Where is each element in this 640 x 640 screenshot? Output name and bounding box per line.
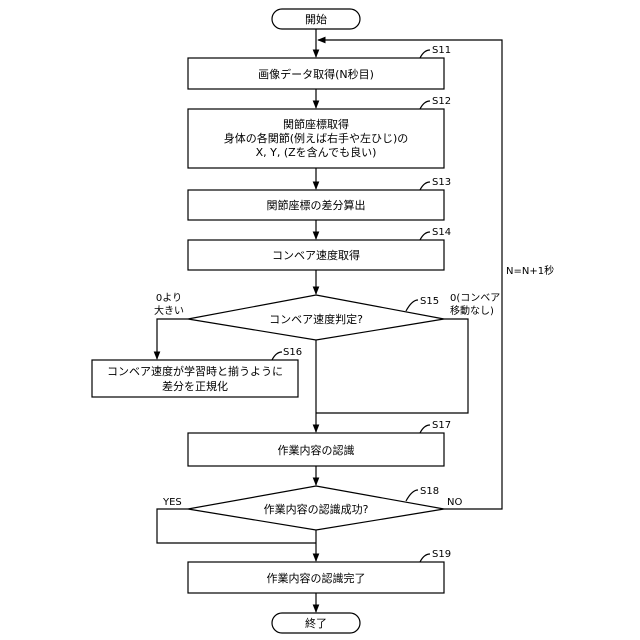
step-s11-id: S11: [432, 45, 451, 56]
end-label: 終了: [305, 616, 327, 630]
step-s12-leader: [420, 101, 430, 109]
s18-no-label: NO: [447, 497, 462, 508]
step-s16: コンベア速度が学習時と揃うように 差分を正規化 S16: [92, 347, 302, 397]
step-s16-line1: コンベア速度が学習時と揃うように: [107, 364, 283, 378]
step-s19-text: 作業内容の認識完了: [267, 571, 366, 585]
step-s14-leader: [420, 232, 430, 240]
step-s13-leader: [420, 182, 430, 190]
step-s16-line2: 差分を正規化: [162, 379, 228, 393]
step-s14: コンベア速度取得 S14: [188, 227, 451, 270]
step-s14-id: S14: [432, 227, 451, 238]
decision-s15: コンベア速度判定? S15 0より 大きい 0(コンベア 移動なし): [154, 292, 500, 340]
step-s14-text: コンベア速度取得: [272, 248, 360, 262]
step-s13-text: 関節座標の差分算出: [267, 198, 366, 212]
step-s17-leader: [420, 425, 430, 433]
loop-label: N=N+1秒: [506, 264, 554, 277]
step-s12-line3: X, Y, (Zを含んでも良い): [256, 145, 377, 159]
step-s16-leader: [272, 352, 282, 360]
s15-right-label-line1: 0(コンベア: [450, 292, 500, 304]
start-label: 開始: [305, 12, 327, 26]
decision-s15-text: コンベア速度判定?: [269, 312, 363, 326]
decision-s18-leader: [406, 490, 418, 501]
decision-s15-id: S15: [420, 296, 439, 307]
step-s17-id: S17: [432, 420, 451, 431]
decision-s15-leader: [406, 300, 418, 311]
decision-s18-text: 作業内容の認識成功?: [264, 502, 369, 516]
step-s19-id: S19: [432, 549, 451, 560]
step-s12: 関節座標取得 身体の各関節(例えば右手や左ひじ)の X, Y, (Zを含んでも良…: [188, 96, 451, 168]
end-terminal: 終了: [272, 613, 360, 633]
step-s11-text: 画像データ取得(N秒目): [258, 67, 374, 81]
s18-yes-label: YES: [162, 497, 182, 508]
step-s17: 作業内容の認識 S17: [188, 420, 451, 466]
s15-left-label-line1: 0より: [156, 292, 182, 304]
s15-right-label-line2: 移動なし): [450, 304, 494, 317]
step-s13: 関節座標の差分算出 S13: [188, 177, 451, 220]
decision-s18-id: S18: [420, 486, 439, 497]
step-s19: 作業内容の認識完了 S19: [188, 549, 451, 593]
step-s19-leader: [420, 554, 430, 562]
s15-left-label-line2: 大きい: [154, 304, 184, 317]
step-s11-leader: [420, 50, 430, 58]
step-s12-line2: 身体の各関節(例えば右手や左ひじ)の: [224, 131, 409, 145]
step-s11: 画像データ取得(N秒目) S11: [188, 45, 451, 89]
step-s16-id: S16: [283, 347, 302, 358]
step-s17-text: 作業内容の認識: [278, 443, 355, 457]
arrow-s15-s16: [157, 319, 188, 359]
step-s13-id: S13: [432, 177, 451, 188]
step-s12-id: S12: [432, 96, 451, 107]
step-s12-line1: 関節座標取得: [283, 117, 349, 131]
decision-s18: 作業内容の認識成功? S18 YES NO: [162, 486, 462, 530]
start-terminal: 開始: [272, 9, 360, 29]
